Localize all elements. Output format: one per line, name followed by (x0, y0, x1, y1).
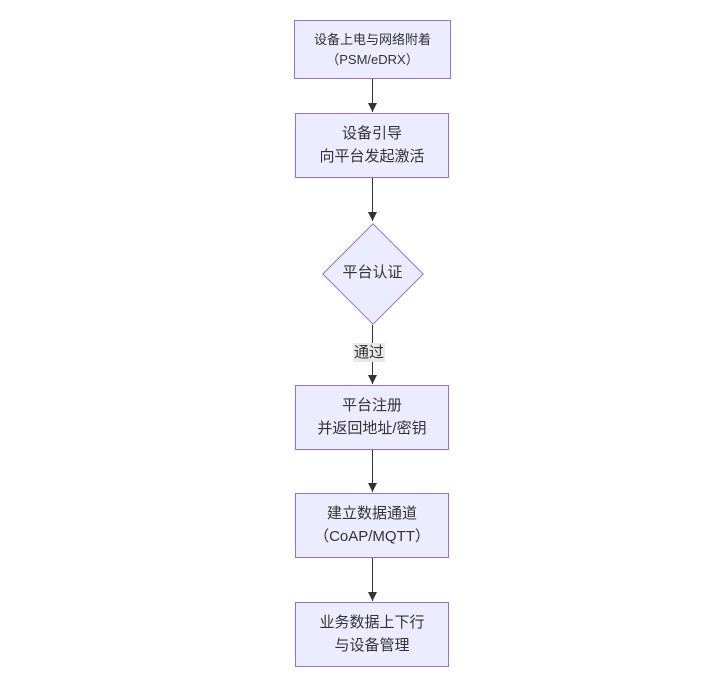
node-line: 平台认证 (342, 264, 403, 282)
node-line: 向平台发起激活 (319, 147, 425, 165)
node-line: （PSM/eDRX） (326, 51, 419, 67)
node-platform-register: 平台注册 并返回地址/密钥 (295, 385, 449, 450)
edge-label-pass: 通过 (352, 343, 386, 362)
node-line: 与设备管理 (334, 636, 410, 654)
node-line: 平台注册 (341, 397, 402, 414)
node-power-network-attach: 设备上电与网络附着 （PSM/eDRX） (294, 20, 451, 79)
node-bootstrap-activate: 设备引导 向平台发起激活 (295, 113, 449, 178)
node-data-channel: 建立数据通道 （CoAP/MQTT） (295, 493, 449, 558)
node-line: 建立数据通道 (326, 505, 417, 522)
node-line: （CoAP/MQTT） (314, 527, 430, 545)
decision-platform-auth: 平台认证 (321, 222, 424, 325)
node-line: 设备引导 (341, 125, 402, 142)
node-line: 业务数据上下行 (319, 614, 425, 631)
node-line: 设备上电与网络附着 (313, 32, 431, 47)
node-business-data: 业务数据上下行 与设备管理 (295, 602, 449, 667)
node-line: 并返回地址/密钥 (317, 419, 427, 437)
